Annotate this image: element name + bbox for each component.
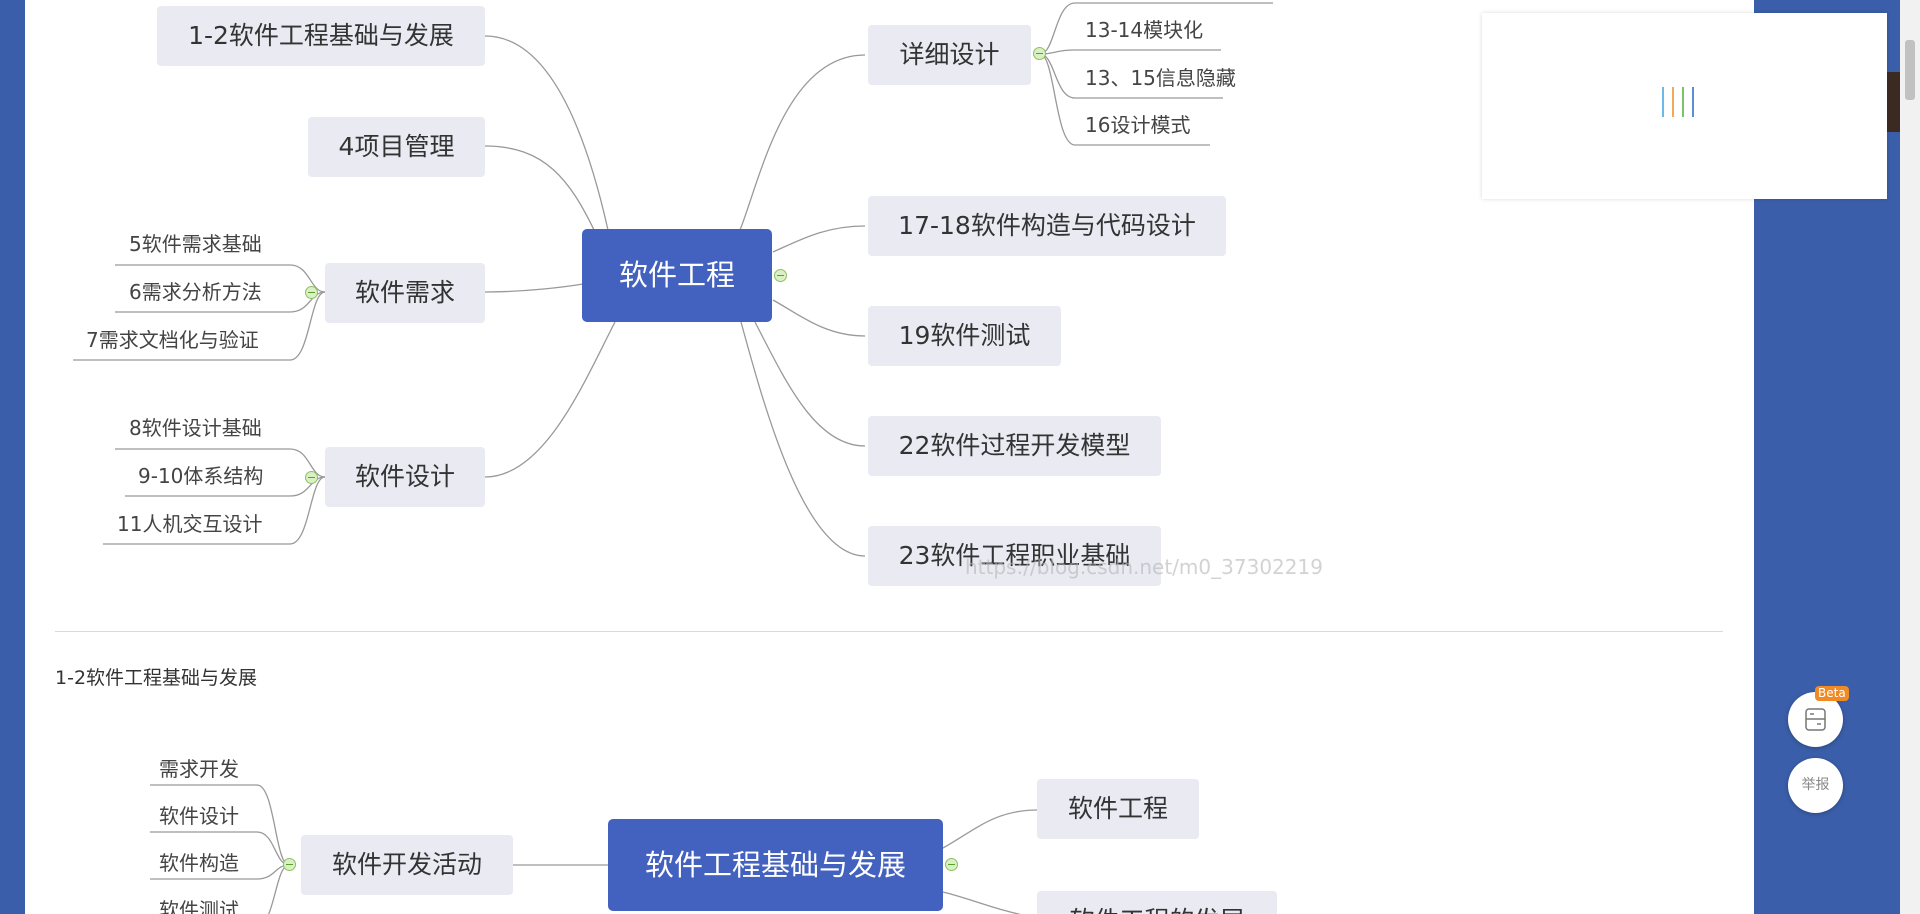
page-scrollbar[interactable] <box>1900 0 1920 914</box>
topic-node-requirements[interactable]: 软件需求 <box>325 263 485 323</box>
leaf-design-patterns[interactable]: 16设计模式 <box>1085 113 1191 137</box>
design-collapse-button[interactable] <box>305 471 318 484</box>
scan-button[interactable] <box>1788 692 1843 747</box>
connector-lines <box>73 2 1273 914</box>
topic-node-design[interactable]: 软件设计 <box>325 447 485 507</box>
report-label: 举报 <box>1801 777 1830 793</box>
mindmap2-root-node[interactable]: 软件工程基础与发展 <box>608 819 943 911</box>
requirements-collapse-button[interactable] <box>305 286 318 299</box>
mindmap2-root-collapse-button[interactable] <box>945 858 958 871</box>
beta-badge: Beta <box>1815 686 1849 701</box>
leaf-software-construction[interactable]: 软件构造 <box>159 851 239 875</box>
scan-icon <box>1805 708 1826 731</box>
leaf-requirements-development[interactable]: 需求开发 <box>159 757 239 781</box>
loading-bar-1 <box>1662 87 1664 117</box>
topic-node-software-engineering[interactable]: 软件工程 <box>1037 779 1199 839</box>
leaf-architecture[interactable]: 9-10体系结构 <box>138 464 264 488</box>
mindmap1-root-node[interactable]: 软件工程 <box>582 229 772 322</box>
leaf-requirements-basics[interactable]: 5软件需求基础 <box>129 232 262 256</box>
section-divider <box>55 631 1723 632</box>
topic-node-se-development[interactable]: 软件工程的发展 <box>1037 891 1277 914</box>
loading-bar-2 <box>1672 87 1674 117</box>
topic-node-detailed-design[interactable]: 详细设计 <box>868 25 1031 85</box>
leaf-software-testing[interactable]: 软件测试 <box>159 898 239 914</box>
popup-edge-strip <box>1887 72 1900 132</box>
mindmap1-root-collapse-button[interactable] <box>774 269 787 282</box>
leaf-information-hiding[interactable]: 13、15信息隐藏 <box>1085 66 1236 90</box>
topic-node-basics[interactable]: 1-2软件工程基础与发展 <box>157 6 485 66</box>
topic-node-testing[interactable]: 19软件测试 <box>868 306 1061 366</box>
topic-node-process-models[interactable]: 22软件过程开发模型 <box>868 416 1161 476</box>
leaf-design-basics[interactable]: 8软件设计基础 <box>129 416 262 440</box>
report-button[interactable]: 举报 <box>1788 758 1843 813</box>
loading-bar-3 <box>1682 87 1684 117</box>
leaf-requirements-analysis[interactable]: 6需求分析方法 <box>129 280 262 304</box>
loading-bar-4 <box>1692 87 1694 117</box>
detailed-design-collapse-button[interactable] <box>1033 47 1046 60</box>
topic-node-project-management[interactable]: 4项目管理 <box>308 117 485 177</box>
topic-node-dev-activities[interactable]: 软件开发活动 <box>301 835 513 895</box>
mindmap-article-page: 软件工程 1-2软件工程基础与发展 4项目管理 软件需求 软件设计 5软件需求基… <box>25 0 1754 914</box>
leaf-modularity[interactable]: 13-14模块化 <box>1085 18 1204 42</box>
topic-node-construction[interactable]: 17-18软件构造与代码设计 <box>868 196 1226 256</box>
dev-activities-collapse-button[interactable] <box>283 858 296 871</box>
scrollbar-thumb[interactable] <box>1905 40 1915 100</box>
leaf-hci-design[interactable]: 11人机交互设计 <box>117 512 263 536</box>
section-heading: 1-2软件工程基础与发展 <box>55 667 258 689</box>
topic-node-professional-basics[interactable]: 23软件工程职业基础 <box>868 526 1161 586</box>
loading-popup <box>1482 13 1887 199</box>
leaf-software-design[interactable]: 软件设计 <box>159 804 239 828</box>
blog-watermark: https://blog.csdn.net/m0_37302219 <box>965 555 1323 579</box>
leaf-requirements-documentation[interactable]: 7需求文档化与验证 <box>86 328 259 352</box>
